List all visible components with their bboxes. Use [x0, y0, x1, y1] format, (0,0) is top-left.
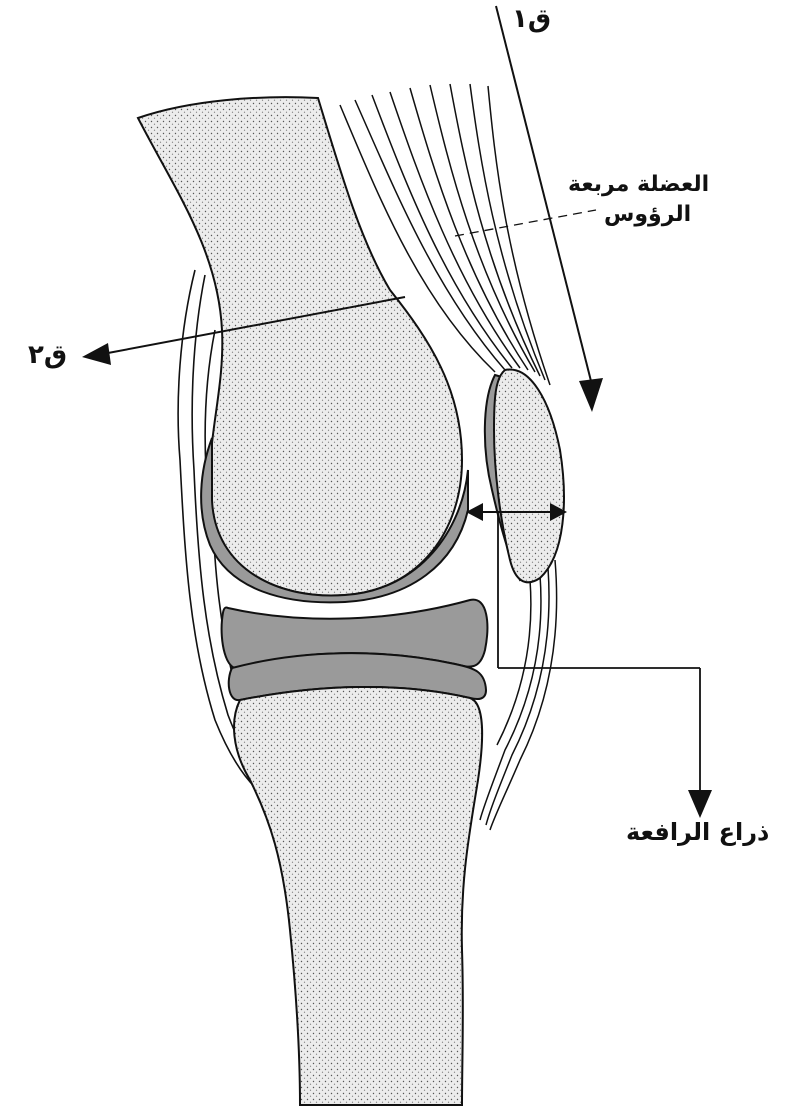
arrow-head-icon	[550, 503, 567, 521]
quadriceps-label-line2: الرؤوس	[604, 202, 692, 227]
force1-arrow	[495, 5, 603, 412]
arrow-head-icon	[82, 343, 111, 365]
lever-arm-label: ذراع الرافعة	[626, 818, 770, 846]
force1-label: ق١	[512, 4, 552, 34]
femur-cartilage	[200, 437, 469, 604]
arrow-head-icon	[688, 790, 712, 818]
lever-arm-double-arrow	[466, 503, 567, 521]
arrow-head-icon	[466, 503, 483, 521]
tibia-bone	[233, 686, 484, 1106]
quadriceps-label-line1: العضلة مربعة	[568, 172, 710, 197]
quadriceps-leader-line	[454, 209, 597, 237]
force2-arrow	[82, 296, 406, 365]
quadriceps-fibers	[339, 83, 551, 386]
lever-arm-leader	[497, 512, 701, 792]
femur-bone	[136, 96, 464, 597]
patellar-tendon	[479, 559, 558, 831]
arrow-head-icon	[579, 378, 603, 412]
patella-bone	[492, 368, 565, 584]
force2-label: ق٢	[28, 340, 68, 370]
